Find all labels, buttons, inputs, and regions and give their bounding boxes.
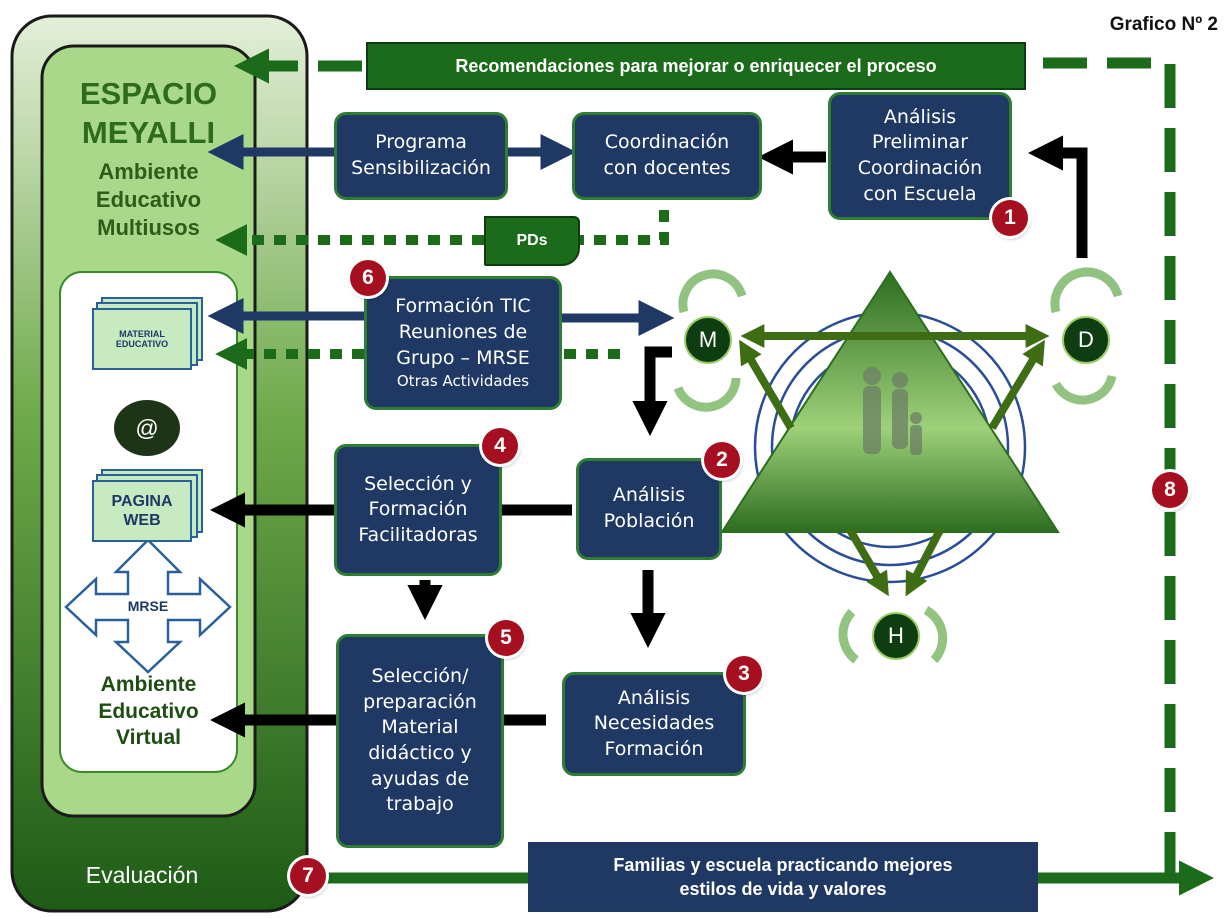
dotted-coordinacion-to-pds [578, 210, 669, 245]
family-silhouette [863, 367, 922, 455]
formacion-tic-box: Formación TIC Reuniones de Grupo – MRSE … [364, 276, 562, 410]
ambiente-virtual: Ambiente Educativo Virtual [98, 673, 199, 750]
badge-6: 6 [350, 260, 386, 296]
badge-2: 2 [704, 442, 740, 478]
badge-8: 8 [1152, 472, 1188, 508]
evaluation-label: Evaluación [85, 862, 199, 888]
ambiente-multiusos: Ambiente Educativo Multiusos [95, 159, 202, 240]
badge-4: 4 [482, 428, 518, 464]
arrow-to-m [739, 339, 795, 431]
node-m: M [684, 316, 732, 364]
pagina-web-doc[interactable]: PAGINA WEB [92, 480, 192, 542]
title-line-2: MEYALLI [81, 115, 216, 151]
graphic-label: Grafico Nº 2 [1109, 14, 1218, 35]
seleccion-facilitadoras-box: Selección y Formación Facilitadoras [334, 444, 502, 576]
title-line-1: ESPACIO [79, 76, 218, 111]
analisis-poblacion-box: Análisis Población [576, 458, 722, 560]
node-d: D [1062, 316, 1110, 364]
badge-1: 1 [992, 200, 1028, 236]
analisis-necesidades-box: Análisis Necesidades Formación [562, 672, 746, 776]
mrse-label: MRSE [127, 598, 169, 614]
badge-5: 5 [488, 620, 524, 656]
recommendations-banner: Recomendaciones para mejorar o enriquece… [366, 42, 1026, 90]
analisis-preliminar-box: Análisis Preliminar Coordinación con Esc… [828, 92, 1012, 220]
pds-doc: PDs [484, 216, 580, 266]
otras-actividades-text: Otras Actividades [396, 372, 530, 391]
arrow-d-to-preliminar [1027, 135, 1088, 258]
outcome-banner: Familias y escuela practicando mejores e… [528, 842, 1038, 912]
programa-sensibilizacion-box: Programa Sensibilización [334, 112, 508, 200]
material-educativo-doc: MATERIAL EDUCATIVO [92, 308, 192, 370]
arrow-m-to-poblacion [632, 346, 672, 437]
recommendation-loop-right [1020, 57, 1176, 876]
badge-7: 7 [290, 858, 326, 894]
arrow-to-h-left [846, 527, 889, 597]
arrow-to-h-right [905, 528, 944, 597]
cycle-swirls [673, 267, 1123, 664]
badge-3: 3 [726, 656, 762, 692]
espacio-title: ESPACIO MEYALLI [52, 74, 245, 153]
family-triangle [720, 270, 1060, 533]
arrow-to-d [988, 339, 1045, 431]
email-at-icon[interactable]: @ [114, 400, 180, 456]
seleccion-material-box: Selección/ preparación Material didáctic… [336, 634, 504, 848]
mrse-cross-icon [64, 538, 232, 674]
node-h: H [872, 612, 920, 660]
formacion-tic-text: Formación TIC Reuniones de Grupo – MRSE [395, 295, 531, 369]
coordinacion-docentes-box: Coordinación con docentes [572, 112, 762, 200]
